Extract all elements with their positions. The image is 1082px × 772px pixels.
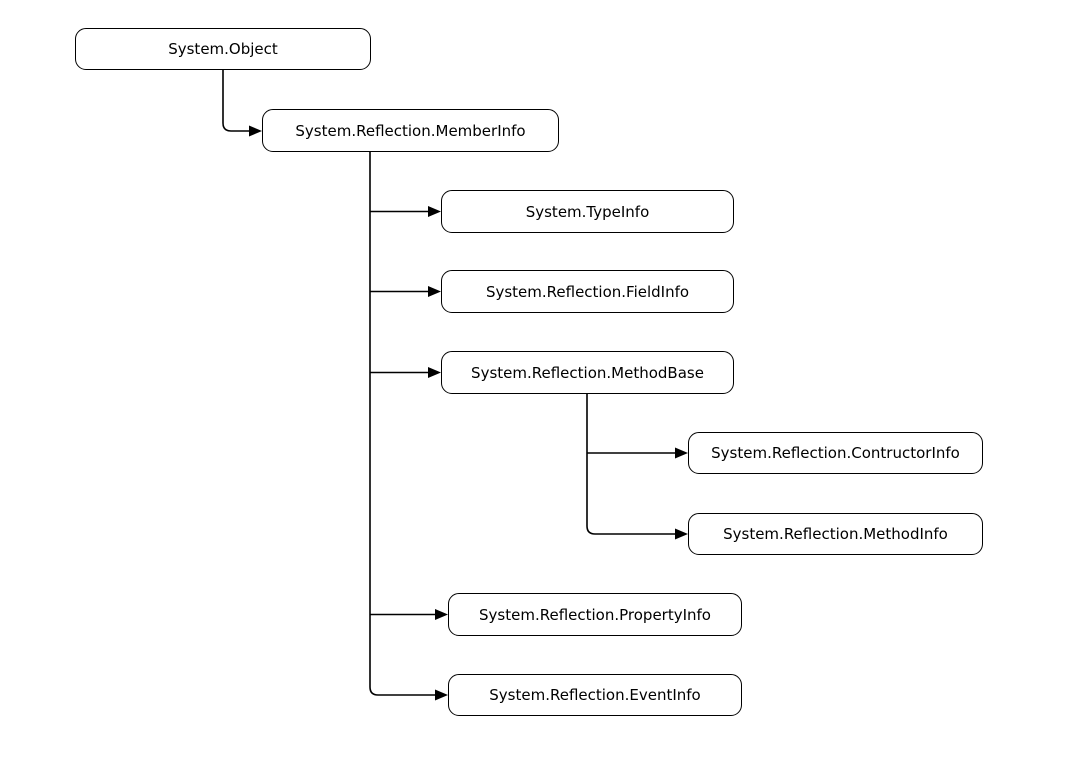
node-label: System.Reflection.EventInfo xyxy=(489,686,701,704)
edge-methodbase-trunk xyxy=(586,394,676,535)
arrowhead-typeinfo xyxy=(428,206,441,217)
node-system-reflection-eventinfo: System.Reflection.EventInfo xyxy=(448,674,742,716)
arrowhead-methodbase xyxy=(428,367,441,378)
arrowhead-propertyinfo xyxy=(435,609,448,620)
node-system-reflection-memberinfo: System.Reflection.MemberInfo xyxy=(262,109,559,152)
arrowhead-memberinfo xyxy=(249,125,262,137)
node-label: System.Reflection.MethodBase xyxy=(471,363,704,382)
node-system-typeinfo: System.TypeInfo xyxy=(441,190,734,233)
node-label: System.Reflection.MethodInfo xyxy=(723,525,948,543)
edge-object-to-memberinfo xyxy=(222,70,250,132)
node-system-reflection-methodinfo: System.Reflection.MethodInfo xyxy=(688,513,983,555)
node-label: System.Reflection.ContructorInfo xyxy=(711,444,960,462)
node-system-reflection-fieldinfo: System.Reflection.FieldInfo xyxy=(441,270,734,313)
arrowhead-contructorinfo xyxy=(675,447,688,459)
node-label: System.TypeInfo xyxy=(525,202,650,221)
arrowhead-methodinfo xyxy=(675,528,688,540)
node-label: System.Object xyxy=(168,40,278,58)
arrowhead-eventinfo xyxy=(435,689,448,701)
edge-memberinfo-trunk xyxy=(369,152,436,696)
arrowhead-fieldinfo xyxy=(428,286,441,297)
node-label: System.Reflection.FieldInfo xyxy=(485,282,690,301)
node-system-reflection-contructorinfo: System.Reflection.ContructorInfo xyxy=(688,432,983,474)
node-system-object: System.Object xyxy=(75,28,371,70)
node-label: System.Reflection.MemberInfo xyxy=(295,121,526,140)
node-system-reflection-methodbase: System.Reflection.MethodBase xyxy=(441,351,734,394)
node-label: System.Reflection.PropertyInfo xyxy=(479,605,711,624)
node-system-reflection-propertyinfo: System.Reflection.PropertyInfo xyxy=(448,593,742,636)
